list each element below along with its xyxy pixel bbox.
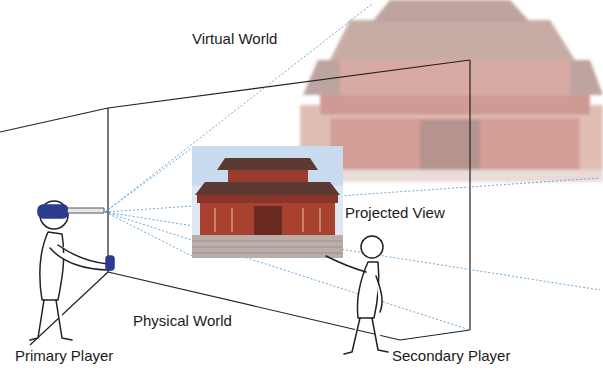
region-label: Virtual World: [190, 30, 279, 48]
region-label: Primary Player: [13, 347, 115, 365]
secondary-player-figure: [326, 236, 388, 354]
room-outline: [0, 60, 470, 345]
virtual-building: [300, 0, 603, 182]
projection-ray: [105, 4, 600, 330]
region-label: Secondary Player: [390, 347, 512, 365]
projected-image: [192, 146, 343, 258]
region-label: Physical World: [131, 312, 234, 330]
primary-player-figure: [30, 201, 114, 340]
region-label: Projected View: [343, 204, 447, 222]
